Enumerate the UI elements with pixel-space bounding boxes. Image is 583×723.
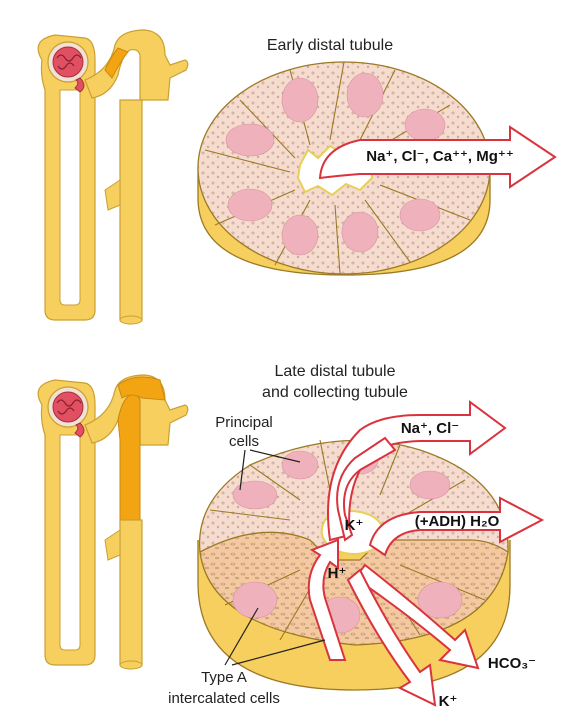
arrow-k-in — [336, 436, 397, 542]
principal-pointer-lines — [239, 449, 301, 491]
arrow-h2o — [368, 496, 545, 557]
nephron-bottom — [37, 374, 189, 670]
late-distal-highlight — [117, 394, 141, 521]
principal-label-1: Principal — [215, 414, 273, 431]
label-hco3: HCO₃⁻ — [488, 655, 536, 672]
label-k-in: K⁺ — [345, 517, 364, 534]
nephron-top — [37, 29, 189, 325]
principal-label-2: cells — [229, 433, 259, 450]
arrow-k-out — [346, 568, 437, 707]
glomerulus-icon — [52, 391, 84, 423]
arrow-hco3 — [353, 563, 480, 670]
title-early-distal: Early distal tubule — [267, 37, 393, 54]
title-late-distal-2: and collecting tubule — [262, 384, 408, 401]
ions-top: Na⁺, Cl⁻, Ca⁺⁺, Mg⁺⁺ — [366, 148, 514, 165]
typeA-label-1: Type A — [201, 669, 247, 686]
nuclei-bottom — [232, 445, 463, 634]
arrow-na-cl — [327, 400, 507, 542]
label-h: H⁺ — [328, 565, 347, 582]
typeA-label-2: intercalated cells — [168, 690, 280, 707]
label-h2o: (+ADH) H₂O — [415, 513, 500, 530]
label-na-cl: Na⁺, Cl⁻ — [401, 420, 459, 437]
glomerulus-icon — [52, 46, 84, 78]
early-distal-highlight — [104, 47, 129, 79]
arrow-h — [307, 538, 347, 661]
arrow-top-reabsorption — [318, 125, 557, 189]
title-late-distal-1: Late distal tubule — [275, 363, 396, 380]
tubule-cross-section-top — [197, 61, 491, 276]
typeA-pointer-lines — [224, 607, 326, 666]
nuclei-top — [225, 72, 446, 256]
label-k-out: K⁺ — [439, 693, 458, 710]
